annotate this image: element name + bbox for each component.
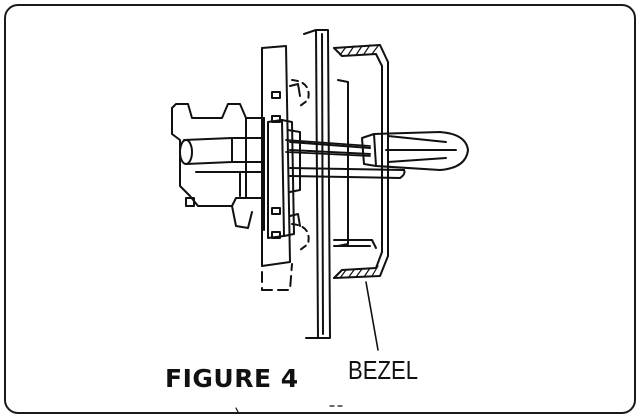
figure-label: FIGURE 4 xyxy=(165,364,299,393)
handle-hub xyxy=(267,119,301,239)
bezel-hatching-bottom xyxy=(339,265,379,279)
mounting-plate xyxy=(261,45,310,291)
screwdriver-ferrule xyxy=(361,133,377,167)
screwdriver xyxy=(285,131,469,171)
screwdriver-shaft xyxy=(285,139,371,157)
bezel-label: BEZEL xyxy=(348,355,419,385)
bezel-ring xyxy=(333,44,389,279)
screw-lower xyxy=(289,167,406,179)
screw-upper xyxy=(289,141,371,155)
bezel-hatching-top xyxy=(339,44,379,56)
door-panel xyxy=(303,29,331,339)
bezel-leader-line xyxy=(365,281,379,351)
scan-marks xyxy=(235,405,343,413)
figure-frame xyxy=(4,4,636,414)
screwdriver-handle xyxy=(373,131,469,171)
lever-assembly xyxy=(171,103,265,231)
